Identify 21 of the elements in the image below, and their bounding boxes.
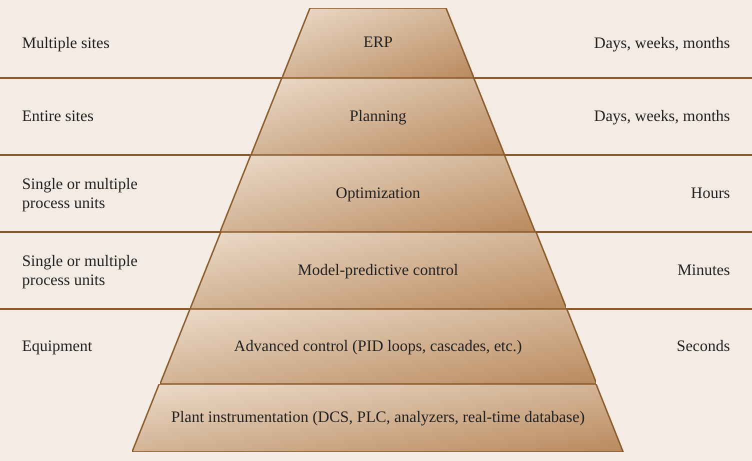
layer-label: Planning bbox=[348, 106, 408, 126]
scope-label: Single or multiple process units bbox=[22, 252, 139, 290]
time-scale-label: Days, weeks, months bbox=[594, 34, 730, 52]
time-scale-label: Minutes bbox=[678, 261, 730, 280]
scope-label: Entire sites bbox=[22, 107, 95, 126]
layer-label: Plant instrumentation (DCS, PLC, analyzers, real-time database) bbox=[170, 408, 586, 428]
layer-label: ERP bbox=[362, 33, 394, 53]
pyramid-layer bbox=[282, 8, 474, 78]
pyramid-layer bbox=[251, 78, 505, 155]
pyramid-layer bbox=[190, 232, 566, 309]
scope-label: Equipment bbox=[22, 337, 94, 356]
pyramid-layer bbox=[160, 309, 596, 384]
time-scale-label: Hours bbox=[690, 184, 730, 203]
time-scale-label: Days, weeks, months bbox=[594, 107, 730, 126]
layer-label: Optimization bbox=[334, 184, 422, 204]
layer-label: Model-predictive control bbox=[296, 260, 460, 280]
scope-label: Single or multiple process units bbox=[22, 174, 139, 212]
time-scale-label: Seconds bbox=[676, 337, 730, 356]
pyramid-layer bbox=[132, 384, 624, 452]
scope-label: Multiple sites bbox=[22, 34, 111, 52]
layer-label: Advanced control (PID loops, cascades, etc.) bbox=[233, 336, 523, 356]
